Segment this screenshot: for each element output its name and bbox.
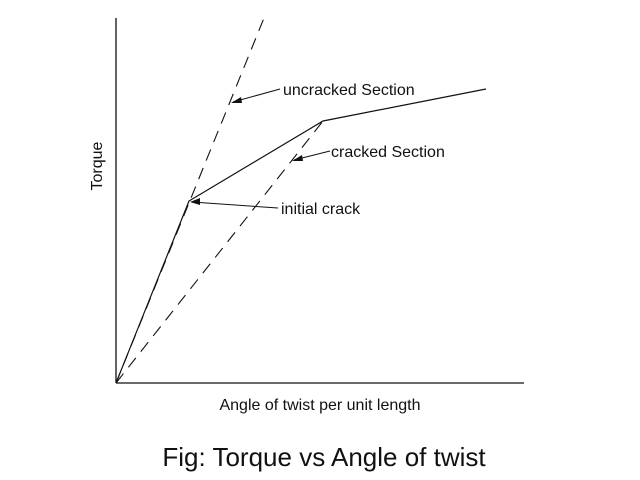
uncracked-section-label: uncracked Section: [283, 82, 415, 99]
x-axis-label: Angle of twist per unit length: [219, 397, 420, 414]
initial-crack-leader: [191, 201, 279, 209]
initial-crack-leader-arrow: [190, 198, 200, 205]
cracked-section-label: cracked Section: [331, 144, 445, 161]
uncracked-leader-arrow: [231, 97, 242, 103]
figure-caption: Fig: Torque vs Angle of twist: [162, 442, 486, 472]
y-axis-label: Torque: [89, 141, 106, 190]
actual-response-curve: [115, 88, 487, 384]
cracked-leader-arrow: [292, 155, 303, 161]
initial-crack-label: initial crack: [281, 201, 361, 218]
cracked-section-line: [115, 120, 324, 384]
